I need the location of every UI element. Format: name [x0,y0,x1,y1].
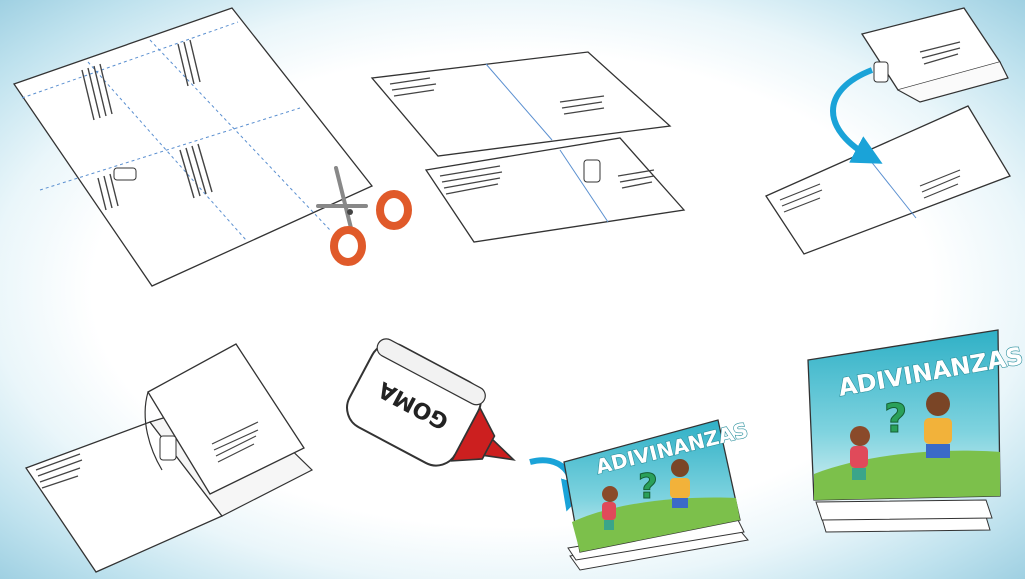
booklet-final: ADIVINANZAS ? [808,330,1025,532]
step-4-fold [26,344,312,572]
curved-arrow-icon [833,70,872,158]
step-2-strips [372,52,684,242]
svg-text:?: ? [884,396,907,442]
svg-text:?: ? [638,467,658,507]
glue-bottle-icon: GOMA [339,336,536,499]
step-3-assemble [766,8,1010,254]
step-1-sheet [14,8,372,286]
booklet-small: ADIVINANZAS ? [564,418,750,570]
